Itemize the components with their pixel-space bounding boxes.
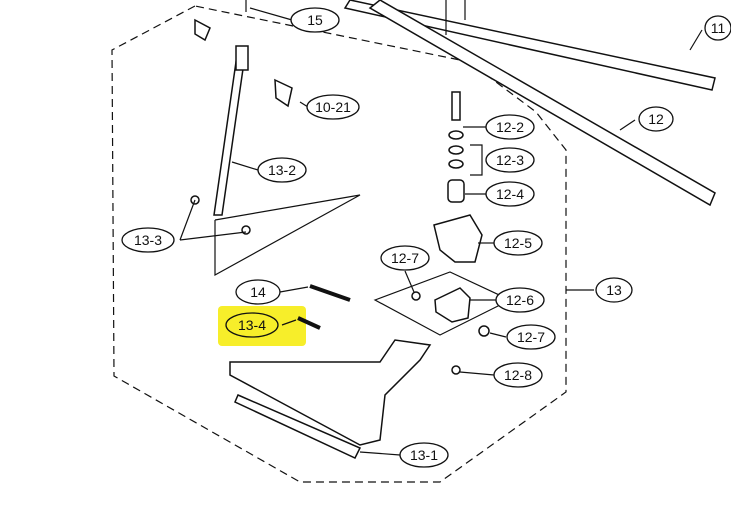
leader-lines bbox=[179, 7, 703, 456]
callout-label: 13-2 bbox=[268, 162, 296, 178]
bolt-12-2 bbox=[451, 91, 461, 121]
callout-label: 12-7 bbox=[517, 329, 545, 345]
callout-13[interactable]: 13 bbox=[595, 277, 633, 303]
callout-12-2[interactable]: 12-2 bbox=[485, 114, 535, 140]
post-13-2 bbox=[213, 47, 247, 216]
spring-12-4 bbox=[447, 179, 465, 203]
callout-12[interactable]: 12 bbox=[638, 106, 674, 132]
callout-label: 13-1 bbox=[410, 447, 438, 463]
block-12-6 bbox=[434, 287, 471, 323]
callout-label: 13-3 bbox=[134, 232, 162, 248]
callout-label: 12-7 bbox=[391, 250, 419, 266]
callout-13-4[interactable]: 13-4 bbox=[225, 312, 279, 338]
callout-label: 12-5 bbox=[504, 235, 532, 251]
callout-label: 13-4 bbox=[238, 317, 266, 333]
callout-12-3[interactable]: 12-3 bbox=[485, 147, 535, 173]
callout-label: 13 bbox=[606, 282, 622, 298]
callout-14[interactable]: 14 bbox=[235, 279, 281, 305]
callout-12-7-bottom[interactable]: 12-7 bbox=[506, 324, 556, 350]
callout-label: 15 bbox=[307, 12, 323, 28]
callout-label: 12-8 bbox=[504, 367, 532, 383]
callout-13-2[interactable]: 13-2 bbox=[257, 157, 307, 183]
callout-label: 14 bbox=[250, 284, 266, 300]
callout-label: 12-6 bbox=[506, 292, 534, 308]
wing-nut-10-21 bbox=[274, 78, 293, 108]
callout-13-1[interactable]: 13-1 bbox=[399, 442, 449, 468]
callout-12-5[interactable]: 12-5 bbox=[493, 230, 543, 256]
callout-12-6[interactable]: 12-6 bbox=[495, 287, 545, 313]
bracket-12-5 bbox=[433, 214, 483, 263]
pad-13-1 bbox=[234, 394, 362, 459]
base-13 bbox=[229, 339, 432, 446]
callout-13-3[interactable]: 13-3 bbox=[121, 227, 175, 253]
assembly-13-boundary bbox=[111, 5, 567, 483]
rod-11 bbox=[343, 0, 716, 91]
rod-12 bbox=[368, 0, 716, 207]
callout-label: 10-21 bbox=[315, 99, 351, 115]
callout-15[interactable]: 15 bbox=[290, 7, 340, 33]
callout-label: 12-4 bbox=[496, 186, 524, 202]
callout-10-21[interactable]: 10-21 bbox=[306, 94, 360, 120]
wing-nut-icon bbox=[194, 18, 211, 42]
callout-label: 12 bbox=[648, 111, 664, 127]
pin-14 bbox=[309, 284, 351, 302]
pin-13-4 bbox=[297, 316, 321, 330]
callout-12-8[interactable]: 12-8 bbox=[493, 362, 543, 388]
callout-11[interactable]: 11 bbox=[704, 15, 731, 41]
callout-12-4[interactable]: 12-4 bbox=[485, 181, 535, 207]
callout-label: 11 bbox=[711, 20, 726, 36]
post-clamp bbox=[235, 45, 249, 71]
callout-12-7-top[interactable]: 12-7 bbox=[380, 245, 430, 271]
callout-label: 12-2 bbox=[496, 119, 524, 135]
callout-label: 12-3 bbox=[496, 152, 524, 168]
